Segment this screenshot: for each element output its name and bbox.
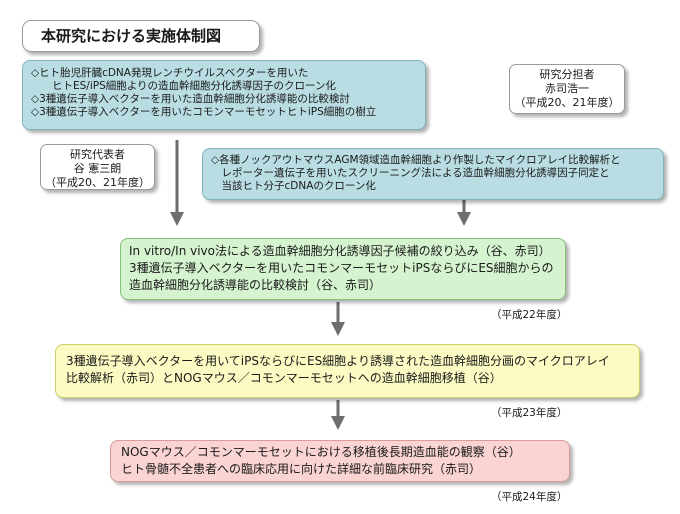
box2-line-1: ◇各種ノックアウトマウスAGM領域造血幹細胞より作製したマイクロアレイ比較解析と (211, 154, 621, 166)
box2-line-2: レポーター遺伝子を用いたスクリーニング法による造血幹細胞分化誘導因子同定と (211, 167, 610, 179)
box5-line-2: ヒト骨髄不全患者への臨床応用に向けた詳細な前臨床研究（赤司） (121, 462, 482, 476)
box2-line-3: 当該ヒト分子cDNAのクローン化 (211, 180, 376, 192)
page-title: 本研究における実施体制図 (22, 20, 260, 52)
research-box-fy24: NOGマウス／コモンマーモセットにおける移植後長期造血能の観察（谷） ヒト骨髄不… (110, 440, 570, 482)
lead-researcher-role: 研究代表者 (70, 148, 125, 161)
box5-line-1: NOGマウス／コモンマーモセットにおける移植後長期造血能の観察（谷） (121, 445, 521, 459)
box1-line-4: ◇3種遺伝子導入ベクターを用いたコモンマーモセットヒトiPS細胞の樹立 (31, 106, 377, 118)
research-box-agm-screening: ◇各種ノックアウトマウスAGM領域造血幹細胞より作製したマイクロアレイ比較解析と… (202, 148, 664, 200)
box1-line-1: ◇ヒト胎児肝臓cDNA発現レンチウイルスベクターを用いた (31, 67, 309, 79)
fiscal-year-label-fy23: （平成23年度） (491, 407, 568, 419)
sub-researcher-period: （平成20、21年度） (514, 96, 620, 109)
arrow-box2-to-box3 (457, 200, 471, 226)
arrow-box1-to-box3 (170, 140, 184, 226)
sub-researcher-role: 研究分担者 (539, 68, 595, 81)
box4-line-2: 比較解析（赤司）とNOGマウス／コモンマーモセットへの造血幹細胞移植（谷） (66, 371, 502, 385)
lead-researcher-box: 研究代表者 谷 憲三朗 （平成20、21年度） (40, 144, 155, 190)
box1-line-3: ◇3種遺伝子導入ベクターを用いた造血幹細胞分化誘導能の比較検討 (31, 93, 350, 105)
box3-line-1: In vitro/In vivo法による造血幹細胞分化誘導因子候補の絞り込み（谷… (129, 244, 551, 258)
arrow-box4-to-box5 (331, 400, 345, 430)
fiscal-year-label-fy22: （平成22年度） (491, 309, 568, 321)
arrow-box3-to-box4 (331, 302, 345, 336)
lead-researcher-name: 谷 憲三朗 (73, 162, 122, 175)
lead-researcher-period: （平成20、21年度） (45, 176, 150, 189)
sub-researcher-name: 赤司浩一 (545, 82, 589, 95)
research-box-fy23: 3種遺伝子導入ベクターを用いてiPSならびにES細胞より誘導された造血幹細胞分画… (55, 344, 640, 398)
fiscal-year-label-fy24: （平成24年度） (491, 491, 568, 503)
box3-line-3: 造血幹細胞分化誘導能の比較検討（谷、赤司） (129, 278, 382, 292)
research-box-fy22: In vitro/In vivo法による造血幹細胞分化誘導因子候補の絞り込み（谷… (120, 238, 566, 300)
research-box-vector-cloning: ◇ヒト胎児肝臓cDNA発現レンチウイルスベクターを用いた ヒトES/iPS細胞よ… (22, 60, 426, 130)
box4-line-1: 3種遺伝子導入ベクターを用いてiPSならびにES細胞より誘導された造血幹細胞分画… (66, 354, 610, 368)
box1-line-2: ヒトES/iPS細胞よりの造血幹細胞分化誘導因子のクローン化 (31, 80, 337, 92)
box3-line-2: 3種遺伝子導入ベクターを用いたコモンマーモセットiPSならびにES細胞からの (129, 261, 554, 275)
sub-researcher-box: 研究分担者 赤司浩一 （平成20、21年度） (509, 64, 625, 114)
